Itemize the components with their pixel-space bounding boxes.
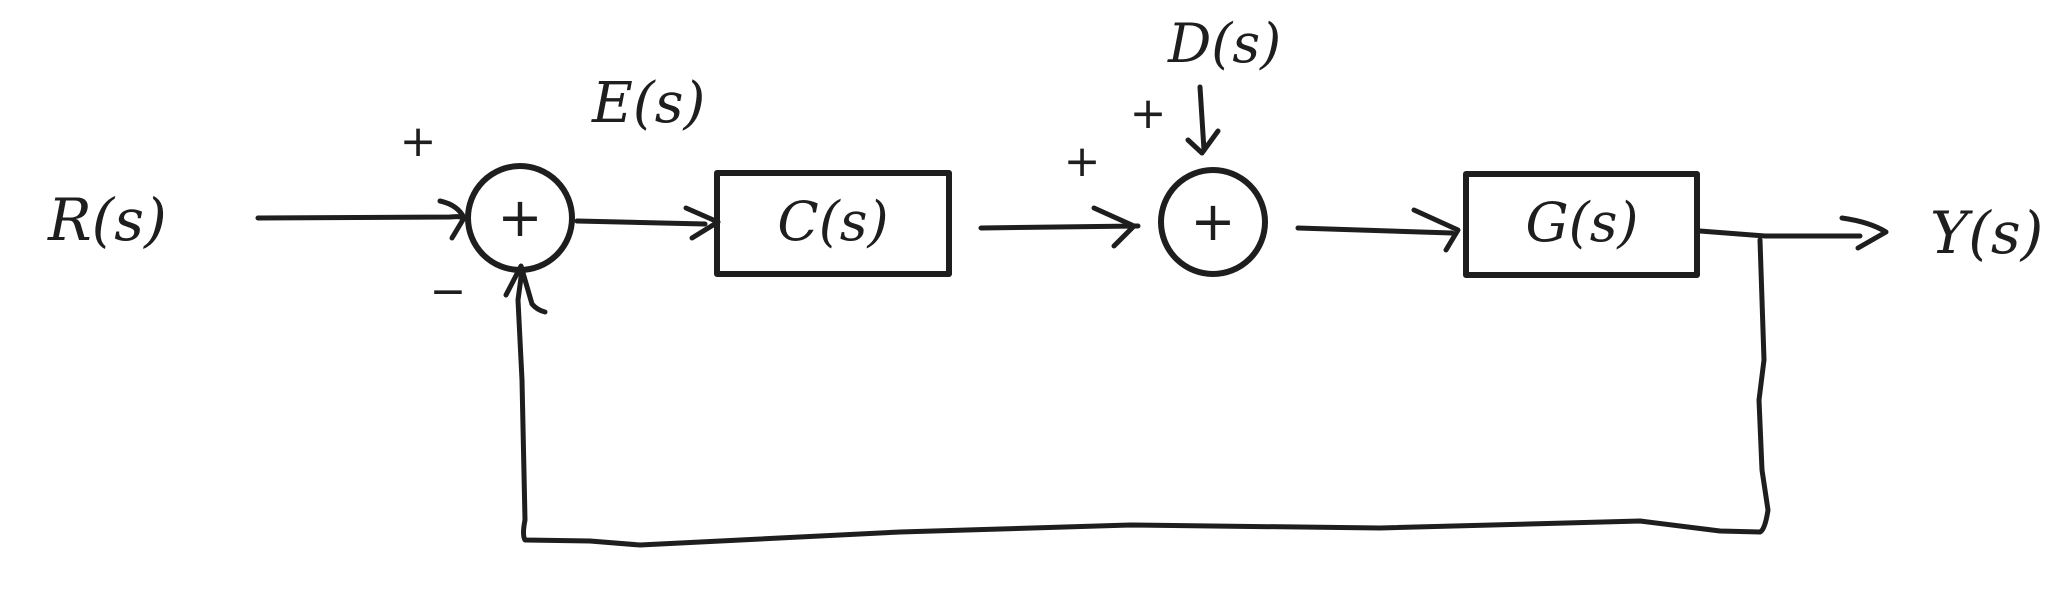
input-signal-line <box>255 214 465 221</box>
summing-junction-2 <box>1158 167 1268 277</box>
disturbance-arrowhead <box>1185 128 1221 156</box>
sign-feedback-minus: − <box>430 266 467 317</box>
controller-label: C(s) <box>777 190 888 253</box>
input-arrowhead <box>437 198 467 241</box>
summing-junction-1-symbol: + <box>497 186 542 249</box>
sign-disturbance-plus: + <box>1130 88 1167 139</box>
disturbance-signal-line <box>1197 84 1207 153</box>
input-label: R(s) <box>47 186 167 254</box>
output-label: Y(s) <box>1930 199 2043 267</box>
sign-control-plus: + <box>1064 136 1101 187</box>
feedback-path <box>515 237 1771 548</box>
disturbance-label: D(s) <box>1167 12 1281 75</box>
output-arrowhead <box>1839 215 1889 251</box>
error-signal-line <box>574 218 708 227</box>
control-signal-line <box>978 223 1141 231</box>
plant-label: G(s) <box>1526 191 1639 254</box>
error-arrowhead <box>683 205 721 241</box>
sign-input-plus: + <box>400 116 437 167</box>
feedback-arrowhead <box>503 263 548 315</box>
plant-block <box>1463 171 1700 278</box>
error-label: E(s) <box>591 71 705 136</box>
output-signal-line <box>1697 228 1863 239</box>
control-arrowhead <box>1091 205 1137 249</box>
plant-input-arrowhead <box>1411 207 1461 253</box>
plant-input-line <box>1295 225 1455 236</box>
summing-junction-2-symbol: + <box>1190 190 1235 253</box>
